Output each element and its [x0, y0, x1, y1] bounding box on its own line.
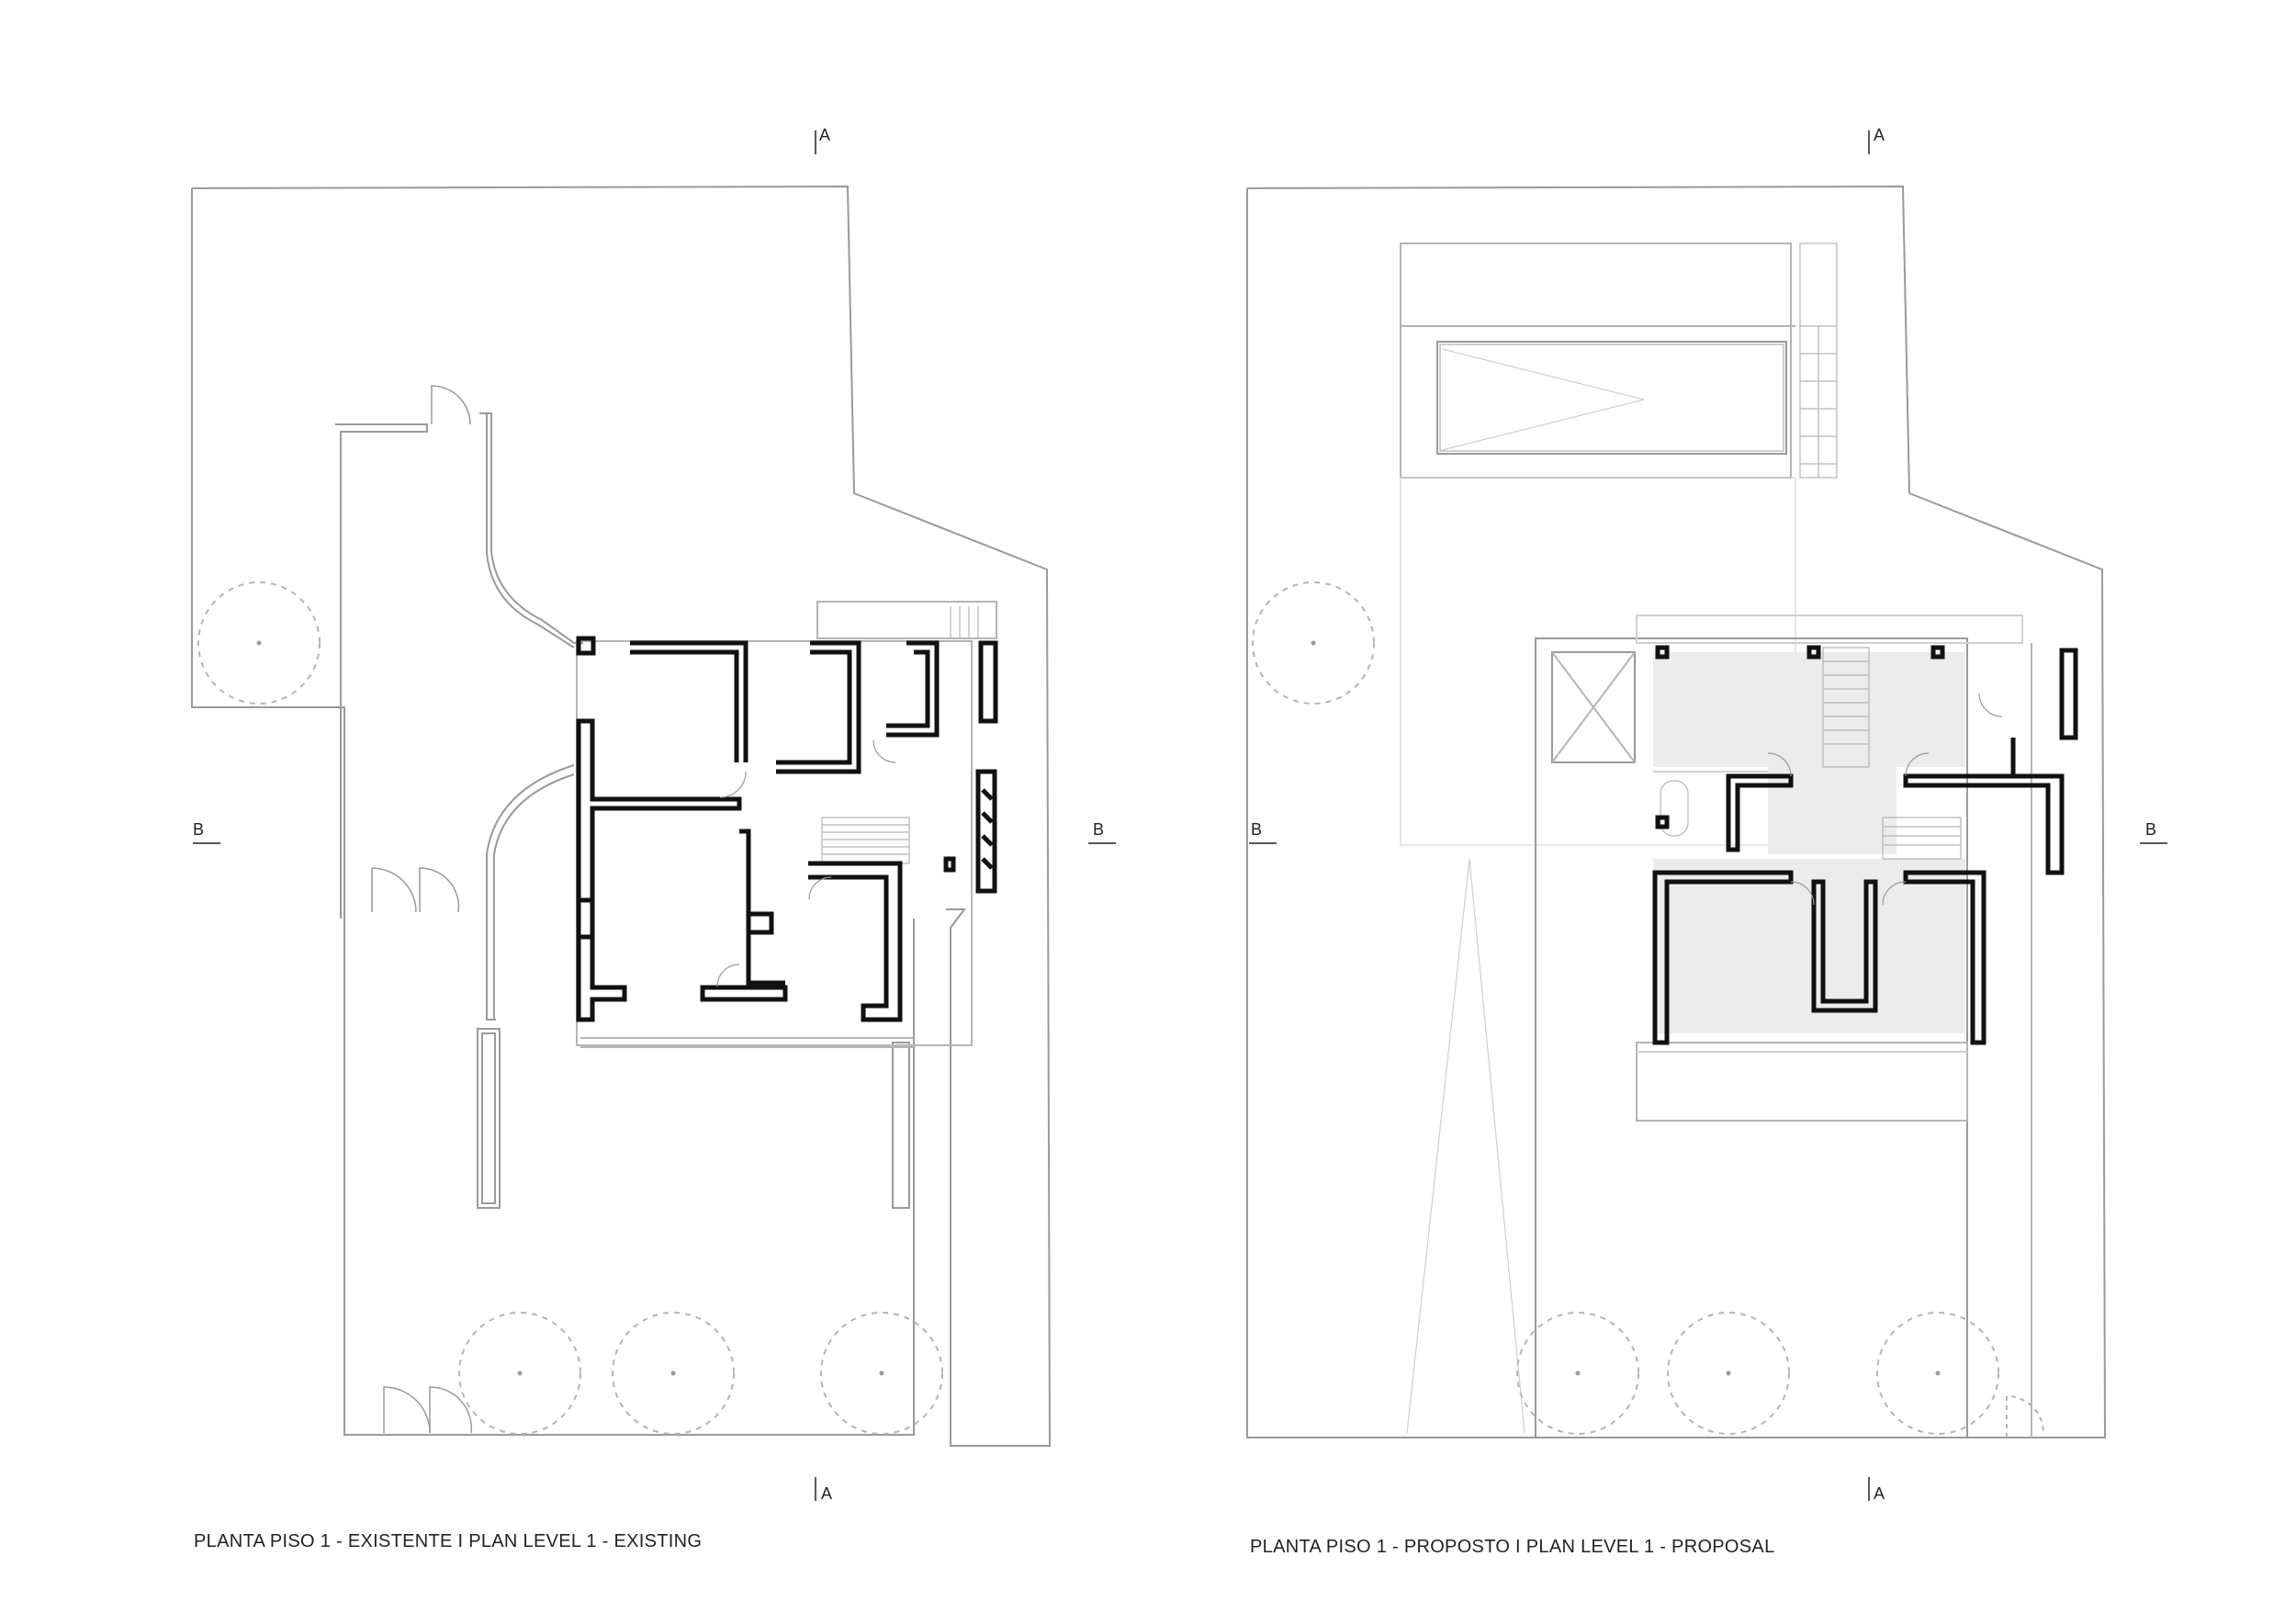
proposal-void	[1551, 651, 1636, 763]
existing-site-boundary	[191, 185, 1052, 1447]
tree-nw	[197, 581, 321, 705]
existing-plan-caption: PLANTA PISO 1 - EXISTENTE I PLAN LEVEL 1…	[194, 1531, 703, 1551]
proposal-tree-s1	[1516, 1312, 1639, 1435]
existing-wall-west	[576, 718, 742, 940]
proposal-wall-west-lower	[1652, 870, 1794, 1045]
proposal-door-arcs	[1767, 693, 2003, 906]
existing-curved-wall	[479, 412, 583, 644]
proposal-stairs	[1653, 647, 1962, 860]
proposal-pool-stair-grid	[1799, 242, 1838, 479]
existing-pier-left	[477, 1028, 501, 1209]
existing-wall-room4	[808, 861, 903, 1022]
proposal-plan-caption: PLANTA PISO 1 - PROPOSTO I PLAN LEVEL 1 …	[1250, 1537, 1775, 1557]
existing-door-swings	[371, 385, 473, 1434]
proposal-wall-ne	[2002, 738, 2016, 779]
existing-wall-stair-east	[975, 769, 997, 894]
existing-wall-closet	[746, 911, 774, 935]
proposal-site-boundary	[1246, 185, 2107, 1438]
proposal-pool	[1436, 341, 1787, 455]
existing-curved-wall-lower	[486, 764, 575, 1021]
proposal-floor	[1653, 652, 1965, 1033]
proposal-tree-nw	[1252, 581, 1375, 705]
section-mark-a-proposal-bottom: A	[1874, 1484, 1885, 1503]
section-markers	[193, 130, 2167, 1501]
section-mark-b-existing-left: B	[193, 820, 205, 839]
existing-plan	[191, 185, 1052, 1447]
proposal-house-envelope	[1535, 637, 1968, 1438]
existing-trees	[197, 581, 943, 1435]
existing-annex-outline	[335, 423, 428, 919]
proposal-trees	[1252, 581, 1999, 1435]
proposal-walls	[1652, 645, 2078, 1045]
existing-wall-room1	[630, 640, 748, 762]
proposal-plan	[1246, 185, 2107, 1438]
section-mark-b-proposal-left: B	[1251, 820, 1263, 839]
section-mark-a-existing-top: A	[819, 126, 831, 144]
existing-wall-center	[739, 829, 785, 986]
proposal-bathtub	[1660, 780, 1689, 837]
existing-wall-south	[700, 985, 788, 1002]
section-mark-b-existing-right: B	[1093, 820, 1105, 839]
proposal-tree-s2	[1667, 1312, 1790, 1435]
existing-wall-corner-nw	[576, 636, 596, 656]
tree-s2	[612, 1312, 735, 1435]
tree-s3	[820, 1312, 943, 1435]
proposal-pool-deck	[1400, 242, 1792, 479]
proposal-tree-s3	[1876, 1312, 1999, 1435]
existing-wall-room2	[776, 640, 861, 774]
proposal-terrace	[1636, 1042, 1968, 1122]
proposal-ramp	[1406, 858, 1525, 1434]
tree-s1	[458, 1312, 581, 1435]
existing-wall-sw	[576, 897, 627, 1022]
section-mark-a-existing-bottom: A	[821, 1484, 833, 1503]
section-mark-b-proposal-right: B	[2145, 820, 2157, 839]
section-mark-a-proposal-top: A	[1874, 126, 1885, 144]
existing-door-arcs-interior	[716, 739, 896, 987]
existing-stair	[821, 606, 979, 864]
existing-wall-bath	[886, 640, 940, 738]
existing-wall-east	[978, 640, 998, 724]
existing-walls	[576, 636, 998, 1022]
proposal-wall-spine	[1811, 879, 1878, 1013]
existing-pier-right	[892, 1042, 910, 1209]
existing-garden-wall	[191, 188, 915, 1436]
proposal-wall-east-upper	[1903, 773, 2065, 875]
proposal-wall-east-top	[2059, 648, 2078, 740]
